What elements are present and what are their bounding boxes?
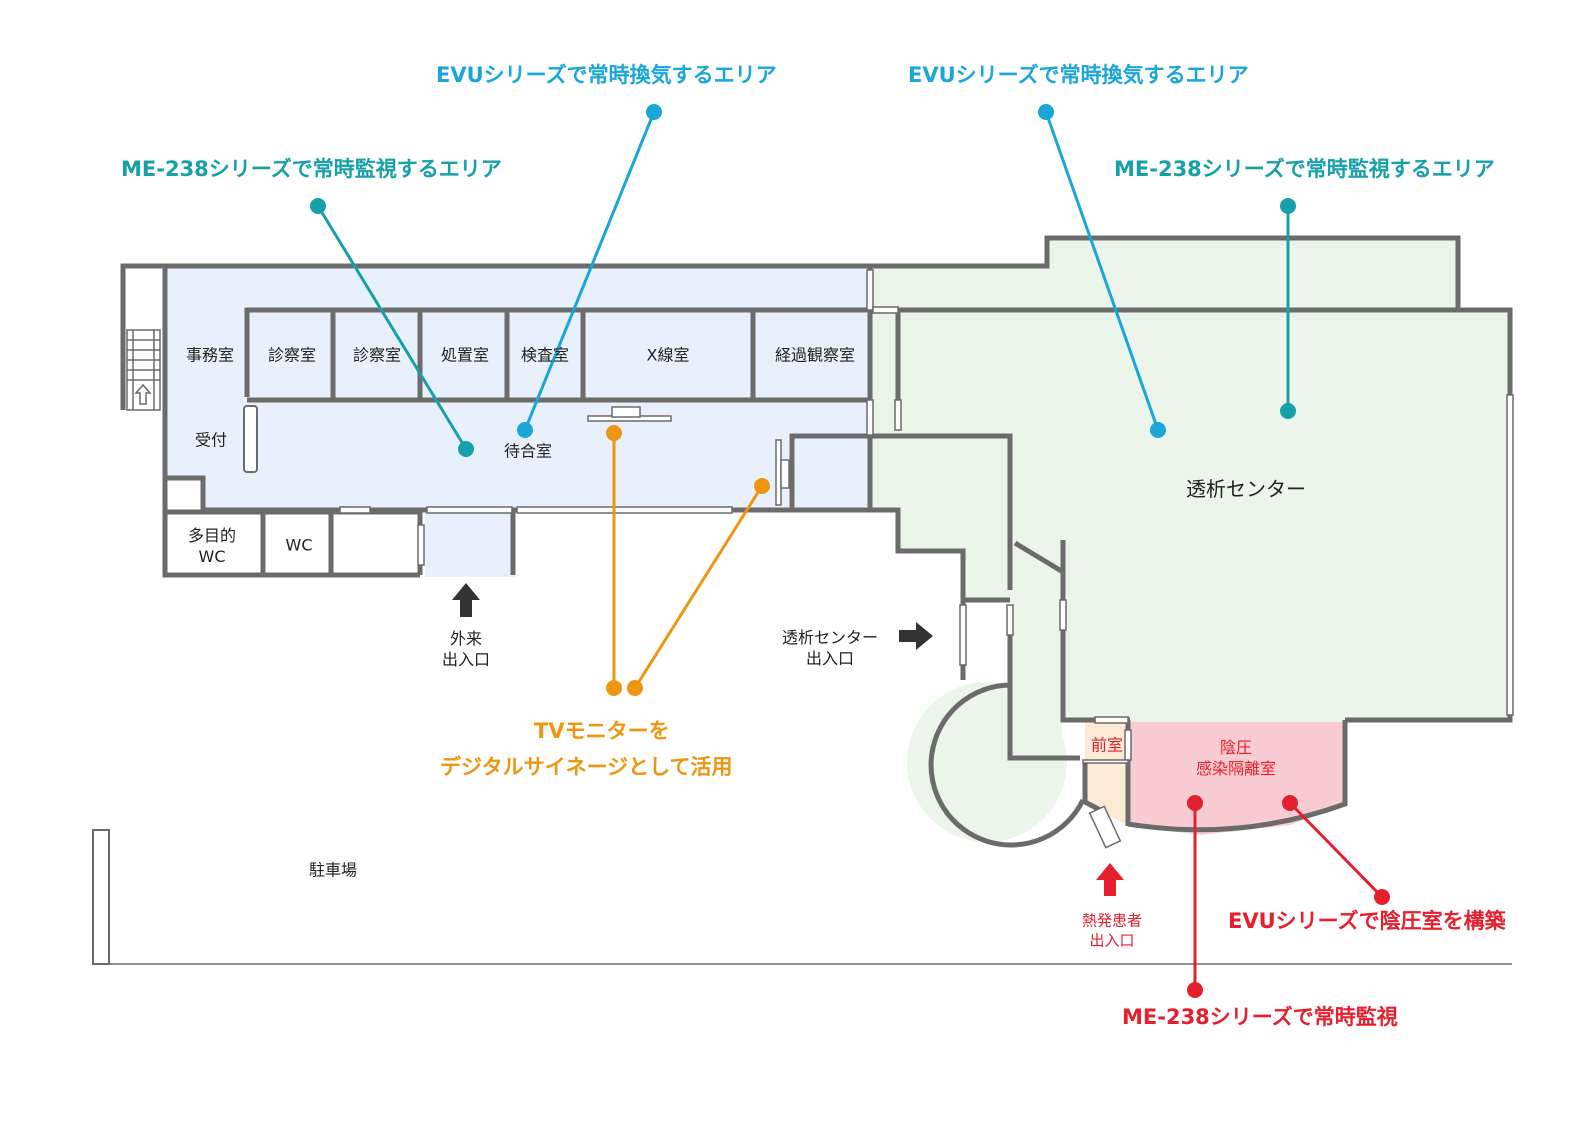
callout-tv-line2: デジタルサイネージとして活用 xyxy=(440,755,733,779)
parking-lot xyxy=(92,829,1512,965)
callout-me238-left: ME-238シリーズで常時監視するエリア xyxy=(121,157,502,181)
callout-evu-left: EVUシリーズで常時換気するエリア xyxy=(436,63,777,87)
dot-evu-left-start xyxy=(646,104,662,120)
room-inspection: 検査室 xyxy=(520,345,570,365)
entrance-outpatient-line2: 出入口 xyxy=(441,650,491,669)
room-wc: WC xyxy=(285,535,313,555)
doors-and-windows xyxy=(339,269,1514,849)
dialysis-entrance-arrow xyxy=(899,622,933,650)
parking-label: 駐車場 xyxy=(308,860,358,880)
room-treatment: 処置室 xyxy=(440,345,490,365)
room-office: 事務室 xyxy=(185,345,235,365)
dot-evu-negative-start xyxy=(1282,795,1298,811)
dot-evu-right-end xyxy=(1150,422,1166,438)
callout-tv-line1: TVモニターを xyxy=(534,719,670,743)
entrance-fever-line2: 出入口 xyxy=(1089,931,1135,949)
dot-tv-1-end xyxy=(606,680,622,696)
walls xyxy=(120,235,1513,848)
dialysis-center-area xyxy=(873,240,1510,758)
entrance-fever: 熱発患者 出入口 xyxy=(1082,912,1142,951)
room-xray: X線室 xyxy=(646,345,690,365)
tv-monitor-corridor xyxy=(775,439,790,506)
dot-tv-2-start xyxy=(754,478,770,494)
room-multipurpose-wc-line2: WC xyxy=(198,547,226,566)
outpatient-arrow xyxy=(452,583,480,617)
room-reception: 受付 xyxy=(194,430,228,450)
anteroom-area xyxy=(1085,722,1128,825)
entrance-fever-line1: 熱発患者 xyxy=(1081,911,1143,930)
round-room-area xyxy=(907,682,1067,842)
entrance-dialysis-line1: 透析センター xyxy=(781,628,879,648)
callout-me238-negative: ME-238シリーズで常時監視 xyxy=(1122,1005,1398,1029)
dot-tv-2-end xyxy=(627,680,643,696)
entrance-arrows xyxy=(452,583,1124,896)
area-fills xyxy=(165,240,1510,842)
dot-evu-left-end xyxy=(517,422,533,438)
dot-me238-left-start xyxy=(310,198,326,214)
leader-lines xyxy=(316,111,1384,990)
leader-me238-left xyxy=(316,205,468,450)
room-multipurpose-wc: 多目的 WC xyxy=(188,526,236,568)
room-exam-1: 診察室 xyxy=(267,345,317,365)
leader-dots xyxy=(310,104,1390,998)
reception-counter xyxy=(243,405,258,473)
stairs xyxy=(126,329,161,411)
clinic-waiting-area xyxy=(165,268,873,577)
leader-evu-right xyxy=(1044,111,1160,431)
dot-evu-negative-end xyxy=(1374,889,1390,905)
leader-evu-left xyxy=(523,111,656,431)
room-anteroom: 前室 xyxy=(1090,735,1124,755)
dot-evu-right-start xyxy=(1038,104,1054,120)
room-waiting: 待合室 xyxy=(503,441,553,461)
leader-evu-negative xyxy=(1288,801,1384,899)
room-negative-pressure: 陰圧 感染隔離室 xyxy=(1196,738,1276,780)
entrance-outpatient: 外来 出入口 xyxy=(442,629,490,671)
callout-evu-negative: EVUシリーズで陰圧室を構築 xyxy=(1228,909,1506,933)
dot-me238-left-end xyxy=(458,441,474,457)
room-multipurpose-wc-line1: 多目的 xyxy=(187,526,237,546)
callout-evu-right: EVUシリーズで常時換気するエリア xyxy=(908,63,1249,87)
dot-me238-right-end xyxy=(1280,403,1296,419)
entrance-outpatient-line1: 外来 xyxy=(449,629,483,649)
room-dialysis-center: 透析センター xyxy=(1186,477,1306,501)
room-negative-pressure-line2: 感染隔離室 xyxy=(1195,759,1277,778)
entrance-dialysis: 透析センター 出入口 xyxy=(782,628,878,670)
dot-tv-1-start xyxy=(606,425,622,441)
dot-me238-negative-start xyxy=(1187,795,1203,811)
tv-monitors xyxy=(587,406,790,506)
dot-me238-negative-end xyxy=(1187,982,1203,998)
entrance-dialysis-line2: 出入口 xyxy=(805,649,855,668)
fever-entrance-arrow xyxy=(1096,863,1124,896)
leader-tv-2 xyxy=(633,485,764,689)
room-negative-pressure-line1: 陰圧 xyxy=(1219,738,1253,758)
room-exam-2: 診察室 xyxy=(352,345,402,365)
dot-me238-right-start xyxy=(1280,198,1296,214)
callout-me238-right: ME-238シリーズで常時監視するエリア xyxy=(1114,157,1495,181)
tv-monitor-waiting xyxy=(587,406,672,422)
room-observation: 経過観察室 xyxy=(774,345,856,365)
